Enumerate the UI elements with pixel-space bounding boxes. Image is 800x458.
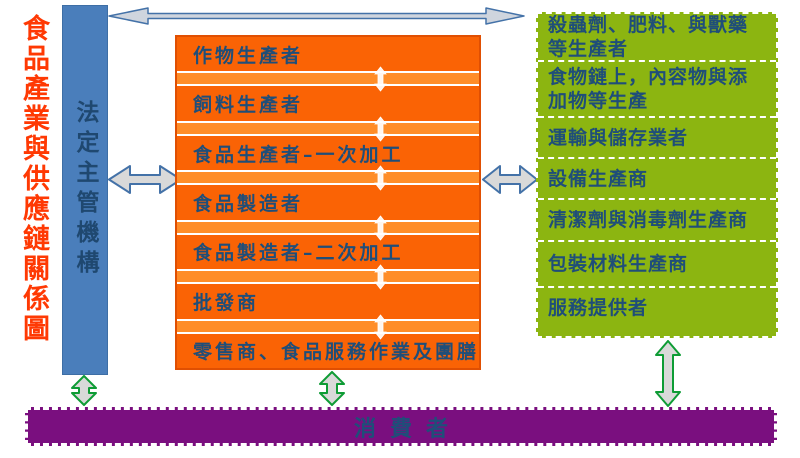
row-link-double-arrow-icon	[374, 264, 387, 290]
support-item-label: 殺蟲劑、肥料、與獸藥等生產者	[548, 14, 749, 60]
diagram-title: 食品產業與供應鏈關係圖	[18, 14, 49, 344]
consumer-label: 消費者	[353, 415, 462, 442]
chain-row-label: 食品製造者–二次加工	[193, 242, 404, 265]
regulator-chain-double-arrow-icon	[108, 165, 182, 194]
chain-separator	[177, 116, 479, 142]
row-link-double-arrow-icon	[374, 66, 387, 93]
chain-row-label: 作物生產者	[193, 44, 304, 67]
chain-row-food-manufacturers-secondary: 食品製造者–二次加工	[177, 235, 479, 269]
chain-separator	[177, 264, 479, 290]
chain-row-label: 批發商	[193, 291, 260, 314]
supply-chain-box: 作物生產者 飼料生產者 食品生產者–一次加工 食品製造者	[175, 35, 481, 370]
row-link-double-arrow-icon	[374, 116, 387, 142]
regulator-consumer-double-arrow-icon	[71, 375, 97, 406]
support-consumer-double-arrow-icon	[655, 340, 681, 407]
chain-separator	[177, 165, 479, 191]
chain-row-label: 食品生產者–一次加工	[193, 143, 404, 166]
row-link-double-arrow-icon	[374, 215, 387, 241]
support-item-pesticides-fertilizers: 殺蟲劑、肥料、與獸藥等生產者	[538, 14, 776, 62]
chain-separator	[177, 66, 479, 93]
chain-support-double-arrow-icon	[482, 165, 538, 194]
chain-row-crop-producers: 作物生產者	[177, 37, 479, 71]
chain-row-food-producers-primary: 食品生產者–一次加工	[177, 136, 479, 170]
support-item-label: 運輸與儲存業者	[548, 126, 689, 149]
support-item-label: 設備生產商	[548, 167, 649, 190]
support-item-label: 食物鏈上，內容物與添加物等生產	[548, 66, 749, 112]
supporting-industries-box: 殺蟲劑、肥料、與獸藥等生產者 食物鏈上，內容物與添加物等生產 運輸與儲存業者 設…	[536, 12, 778, 338]
support-item-transport-storage: 運輸與儲存業者	[538, 118, 776, 159]
chain-row-feed-producers: 飼料生產者	[177, 86, 479, 120]
row-link-double-arrow-icon	[374, 165, 387, 191]
chain-row-label: 零售商、食品服務作業及團膳	[193, 341, 479, 364]
support-item-equipment-manufacturers: 設備生產商	[538, 159, 776, 200]
support-item-cleaning-disinfectants: 清潔劑與消毒劑生產商	[538, 200, 776, 242]
chain-row-food-manufacturers: 食品製造者	[177, 185, 479, 219]
support-item-packaging-materials: 包裝材料生產商	[538, 242, 776, 288]
consumer-box: 消費者	[25, 407, 777, 446]
support-item-ingredients-additives: 食物鏈上，內容物與添加物等生產	[538, 62, 776, 118]
chain-separator	[177, 313, 479, 340]
regulator-box: 法定主管機構	[62, 5, 108, 375]
regulator-support-double-arrow-icon	[108, 7, 525, 25]
regulator-label: 法定主管機構	[72, 100, 99, 280]
support-item-label: 清潔劑與消毒劑生產商	[548, 209, 749, 231]
row-link-double-arrow-icon	[374, 313, 387, 340]
chain-row-label: 食品製造者	[193, 192, 304, 215]
support-item-label: 服務提供者	[548, 297, 649, 319]
support-item-service-providers: 服務提供者	[538, 288, 776, 328]
chain-row-retailers-foodservice: 零售商、食品服務作業及團膳	[177, 334, 479, 368]
chain-separator	[177, 215, 479, 241]
support-item-label: 包裝材料生產商	[548, 253, 689, 275]
chain-row-label: 飼料生產者	[193, 94, 304, 117]
chain-consumer-double-arrow-icon	[319, 371, 345, 406]
chain-row-wholesalers: 批發商	[177, 284, 479, 318]
